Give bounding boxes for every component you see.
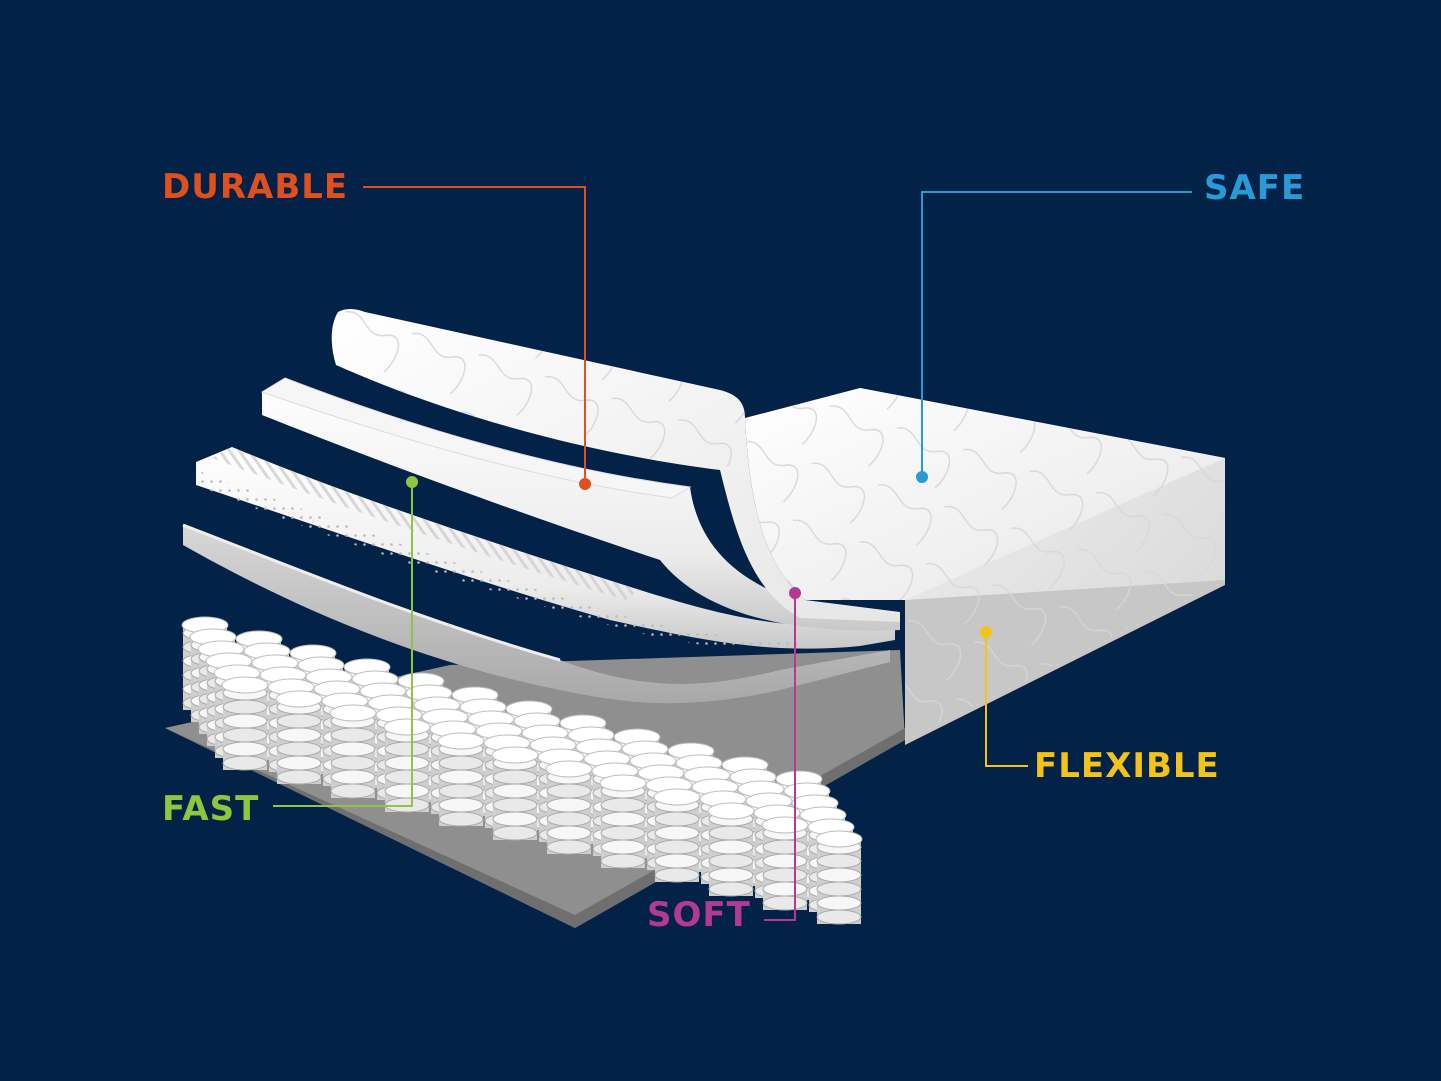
safe-marker-dot (916, 471, 928, 483)
callout-leader-lines (273, 186, 1192, 921)
pocket-springs (181, 616, 863, 925)
durable-marker-dot (579, 478, 591, 490)
spring-coil (491, 746, 539, 841)
spring-coil (653, 788, 701, 883)
flexible-label: FLEXIBLE (1034, 746, 1220, 786)
safe-leader-line (921, 191, 1192, 476)
spring-coil (437, 732, 485, 827)
gray-comfort-layer (182, 523, 890, 704)
flexible-leader-line (985, 632, 1028, 767)
safe-label: SAFE (1204, 168, 1306, 208)
spring-coil (275, 690, 323, 785)
durable-label: DURABLE (162, 167, 349, 207)
spring-coil (221, 676, 269, 771)
spring-coil (815, 830, 863, 925)
soft-marker-dot (789, 587, 801, 599)
fast-marker-dot (406, 476, 418, 488)
callout-markers (406, 471, 992, 638)
spring-coil (545, 760, 593, 855)
spring-coil (761, 816, 809, 911)
spring-coil (383, 718, 431, 813)
spring-coil (707, 802, 755, 897)
durable-leader-line (363, 186, 586, 483)
fast-label: FAST (162, 789, 260, 829)
quilted-cover-layer (331, 309, 900, 622)
spring-coil (599, 774, 647, 869)
flexible-marker-dot (980, 626, 992, 638)
fast-leader-line (273, 482, 413, 807)
memory-foam-layer (260, 377, 900, 631)
spring-coil (329, 704, 377, 799)
soft-leader-line (764, 593, 796, 921)
soft-label: SOFT (647, 895, 751, 935)
